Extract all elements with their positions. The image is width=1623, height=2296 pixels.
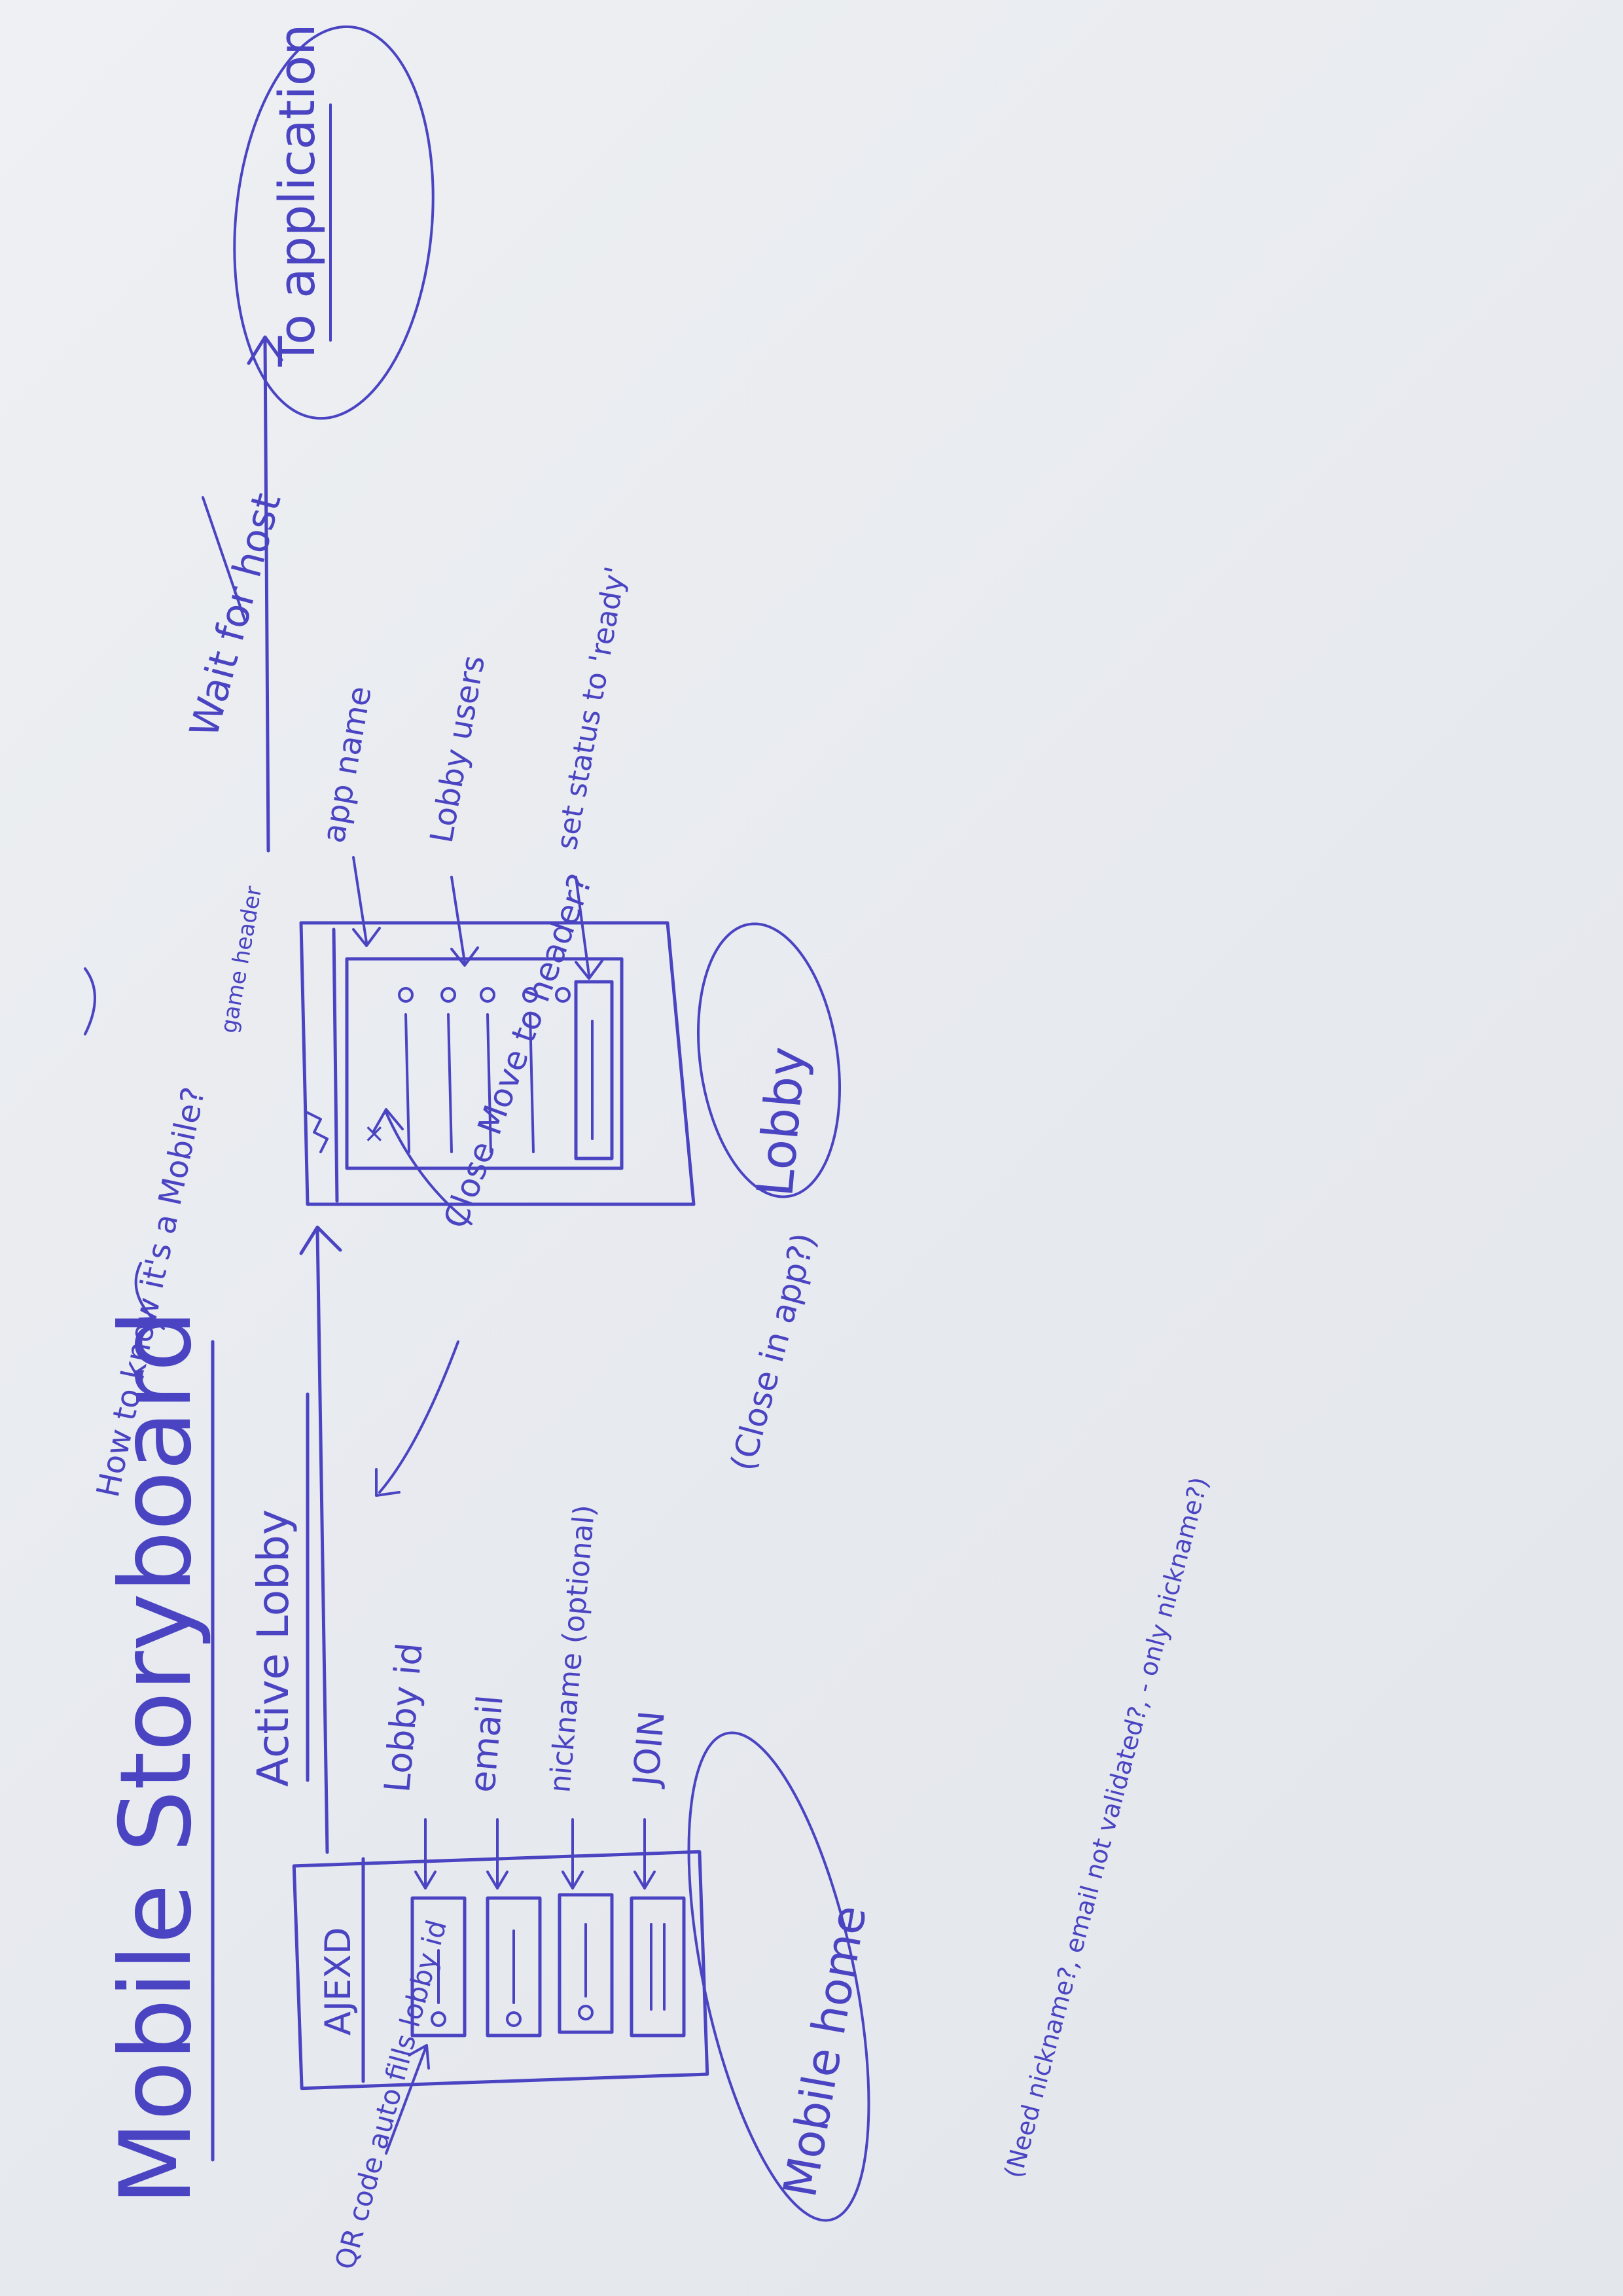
arrow-set-status [575,876,603,980]
lobby-app-name-label: app name [315,683,379,846]
field-label-email: email [461,1693,511,1794]
close-in-app-note: (Close in app?) [724,1229,824,1475]
game-header-label: game header [215,884,267,1035]
lobby-set-status-label: set status to 'ready' [550,564,633,852]
question-bracket-left [134,1262,165,1330]
wait-arrow [247,335,283,853]
field-label-join: JOIN [625,1709,673,1789]
nickname-field [558,1893,614,2034]
page-title: Mobile Storyboard [99,1310,213,2206]
join-button [630,1896,686,2037]
qr-note-arrow [385,2044,430,2155]
lobby-users-label: Lobby users [423,653,492,846]
active-lobby-arrow [299,1225,342,1854]
question-bracket-right [84,967,96,1035]
lobby-phone: × [299,921,696,1206]
wait-underline [202,496,247,623]
active-lobby-label: Active Lobby [248,1509,298,1787]
to-application-label: To application [268,24,326,367]
field-label-lobby-id: Lobby id [376,1641,431,1794]
lobby-label: Lobby [745,1045,817,1199]
arrow-nickname [562,1818,584,1890]
close-icon: × [363,1119,385,1149]
mobile-home-label: Mobile home [773,1901,877,2201]
arrow-join [633,1818,656,1890]
mobile-home-header: AJEXD [317,1927,359,2036]
lobby-circle [696,922,842,1198]
mobile-home-phone: AJEXD [292,1850,709,2090]
mobile-home-circle [687,1731,870,2222]
close-note-arrow [375,1340,459,1497]
to-application-circle [233,25,435,420]
wait-for-host-label: Wait for host [181,488,291,742]
field-label-nickname: nickname (optional) [543,1503,601,1794]
email-field [486,1896,542,2037]
arrow-lobby-users [450,876,479,967]
arrow-email [486,1818,508,1890]
arrow-lobby-id [414,1818,437,1890]
nickname-note: (Need nickname?, email not validated?, -… [999,1474,1214,2181]
arrow-app-name [352,856,381,947]
lobby-id-field [410,1896,467,2037]
arrow-close [372,1108,473,1225]
